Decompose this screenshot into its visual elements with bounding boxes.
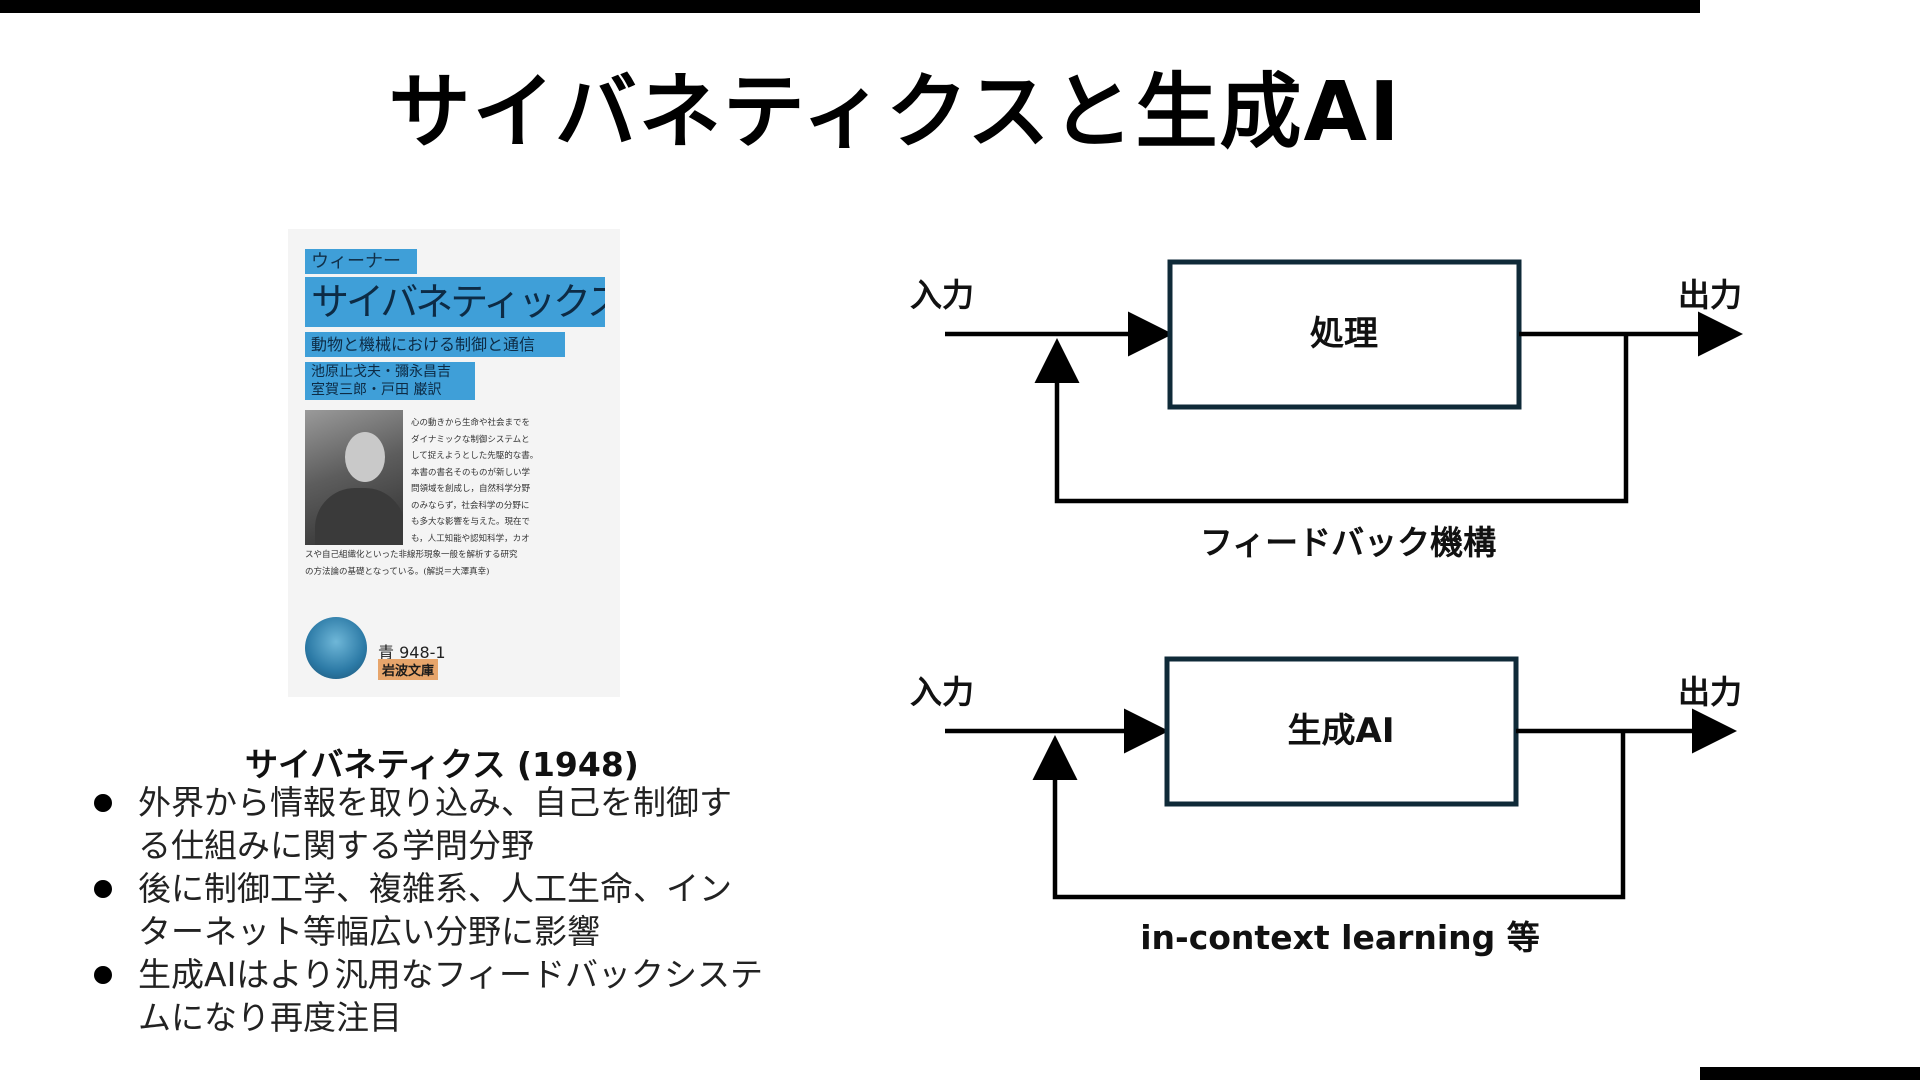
bullet-item: 外界から情報を取り込み、自己を制御す る仕組みに関する学問分野: [92, 781, 832, 867]
blurb-line: 問領域を創成し，自然科学分野: [411, 484, 531, 494]
processing-feedback-diagram: 入力 出力 処理 フィードバック機構: [910, 259, 1743, 562]
blurb-line: スや自己組織化といった非線形現象一般を解析する研究: [305, 550, 518, 560]
slide-title: サイバネティクスと生成AI: [388, 65, 1402, 160]
blurb-line: ダイナミックな制御システムと: [411, 434, 530, 445]
blurb-line: の方法論の基礎となっている。(解説＝大澤真幸): [305, 566, 490, 577]
bullet-dot-icon: [94, 966, 112, 984]
book-title-band: サイバネティックス: [305, 277, 605, 327]
blurb-line: も多大な影響を与えた。現在で: [411, 517, 531, 527]
bullet-item: 生成AIはより汎用なフィードバックシステ ムになり再度注目: [92, 953, 832, 1039]
diagram2-input-label: 入力: [910, 673, 974, 711]
blurb-line: も，人工知能や認知科学，カオ: [411, 533, 530, 544]
blurb-line: 本書の書名そのものが新しい学: [411, 467, 531, 478]
book-subtitle-band: 動物と機械における制御と通信: [305, 332, 565, 357]
bullet-list: 外界から情報を取り込み、自己を制御す る仕組みに関する学問分野 後に制御工学、複…: [92, 781, 832, 1039]
author-portrait-photo: [305, 410, 403, 545]
bullet-dot-icon: [94, 880, 112, 898]
bullet-line: 後に制御工学、複雑系、人工生命、イン: [138, 869, 732, 908]
diagram1-input-label: 入力: [910, 276, 974, 314]
book-translators-band: 池原止戈夫・彌永昌吉 室賀三郎・戸田 巌訳: [305, 362, 475, 400]
publisher-logo-icon: [305, 617, 367, 679]
book-blurb-full: スや自己組織化といった非線形現象一般を解析する研究 の方法論の基礎となっている。…: [305, 547, 595, 580]
bottom-decor-bar: [1700, 1067, 1920, 1080]
book-cover-image: ウィーナー サイバネティックス 動物と機械における制御と通信 池原止戈夫・彌永昌…: [288, 229, 620, 697]
bullet-line: 外界から情報を取り込み、自己を制御す: [138, 783, 732, 822]
generative-ai-feedback-diagram: 入力 出力 生成AI in-context learning 等: [910, 656, 1742, 957]
blurb-line: のみならず，社会科学の分野に: [411, 500, 530, 511]
diagram1-output-label: 出力: [1678, 276, 1742, 314]
book-translators-line: 池原止戈夫・彌永昌吉: [311, 364, 451, 380]
book-caption: サイバネティクス (1948): [245, 745, 639, 784]
bullet-line: 生成AIはより汎用なフィードバックシステ: [138, 955, 763, 994]
top-decor-bar: [0, 0, 1700, 13]
blurb-line: 心の動きから生命や社会までを: [411, 418, 531, 428]
book-imprint-label: 岩波文庫: [378, 659, 439, 680]
bullet-line: ターネット等幅広い分野に影響: [138, 912, 600, 951]
catalog-number: 948-1: [399, 643, 446, 662]
catalog-prefix: 青: [378, 643, 395, 662]
book-catalog-code: 青 948-1: [378, 639, 446, 663]
bullet-line: る仕組みに関する学問分野: [138, 826, 534, 865]
diagram1-box-label: 処理: [1310, 314, 1378, 354]
portrait-body-shape: [315, 488, 403, 545]
bullet-dot-icon: [94, 794, 112, 812]
book-author-band: ウィーナー: [305, 249, 417, 274]
blurb-line: して捉えようとした先駆的な書。: [411, 451, 539, 461]
book-blurb-right: 心の動きから生命や社会までを ダイナミックな制御システムと して捉えようとした先…: [411, 415, 551, 547]
bullet-item: 後に制御工学、複雑系、人工生命、イン ターネット等幅広い分野に影響: [92, 867, 832, 953]
diagram2-output-label: 出力: [1678, 673, 1742, 711]
diagram2-box-label: 生成AI: [1288, 711, 1395, 751]
diagram1-loop-label: フィードバック機構: [1200, 523, 1496, 562]
book-translators-line: 室賀三郎・戸田 巌訳: [311, 382, 442, 398]
diagram1-feedback-loop: [1034, 334, 1629, 504]
bullet-line: ムになり再度注目: [138, 998, 402, 1037]
portrait-head-shape: [345, 432, 385, 482]
diagram2-generative-ai-box: [1164, 656, 1519, 807]
diagram2-loop-label: in-context learning 等: [1140, 918, 1540, 957]
diagram2-feedback-loop: [1032, 731, 1626, 900]
